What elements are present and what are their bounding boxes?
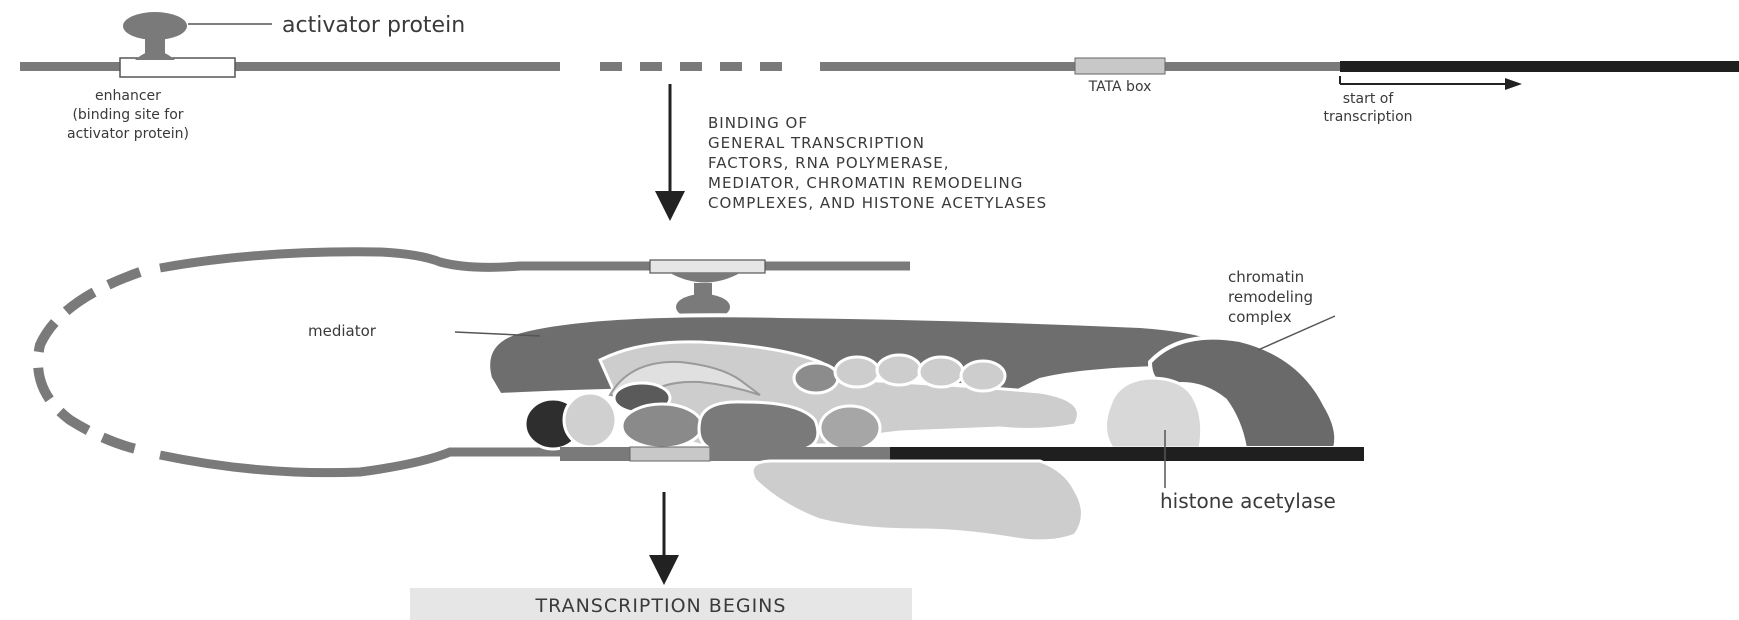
dna-dash [760, 62, 782, 71]
lower-dna-strand [560, 447, 1364, 461]
tata-box [1075, 58, 1165, 74]
activator-protein-label: activator protein [282, 13, 465, 38]
dna-dash [680, 62, 702, 71]
activator-protein-icon [123, 12, 272, 60]
dna-dash [640, 62, 662, 71]
binding-line-1: BINDING OF [708, 114, 808, 132]
binding-description: BINDING OF GENERAL TRANSCRIPTION FACTORS… [708, 114, 1047, 212]
binding-line-4: MEDIATOR, CHROMATIN REMODELING [708, 174, 1023, 192]
enhancer-label-3: activator protein) [67, 126, 189, 142]
rna-polymerase-lower [752, 461, 1082, 541]
chromatin-label-3: complex [1228, 308, 1292, 326]
activator-protein-looped [670, 273, 740, 320]
enhancer-label-2: (binding site for [72, 107, 183, 123]
enhancer-box [120, 58, 235, 77]
dna-dash [720, 62, 742, 71]
transcribed-region [1340, 61, 1739, 72]
transcription-begins-label: TRANSCRIPTION BEGINS [535, 595, 787, 617]
enhancer-label-1: enhancer [95, 88, 161, 104]
dna-dash [600, 62, 622, 71]
start-transcription-label-2: transcription [1323, 109, 1412, 125]
binding-line-3: FACTORS, RNA POLYMERASE, [708, 154, 950, 172]
tata-box-label: TATA box [1088, 79, 1152, 95]
enhancer-box-looped [650, 260, 765, 273]
start-transcription-label-1: start of [1343, 91, 1395, 107]
chromatin-label-2: remodeling [1228, 288, 1313, 306]
mediator-label: mediator [308, 322, 377, 340]
binding-line-5: COMPLEXES, AND HISTONE ACETYLASES [708, 194, 1047, 212]
start-transcription-arrow [1340, 76, 1522, 90]
histone-acetylase-shape [1105, 378, 1201, 448]
histone-acetylase-label: histone acetylase [1160, 489, 1336, 513]
top-dna-strand [20, 61, 1739, 72]
tata-box-looped [630, 447, 710, 461]
binding-line-2: GENERAL TRANSCRIPTION [708, 134, 925, 152]
chromatin-label-1: chromatin [1228, 268, 1304, 286]
